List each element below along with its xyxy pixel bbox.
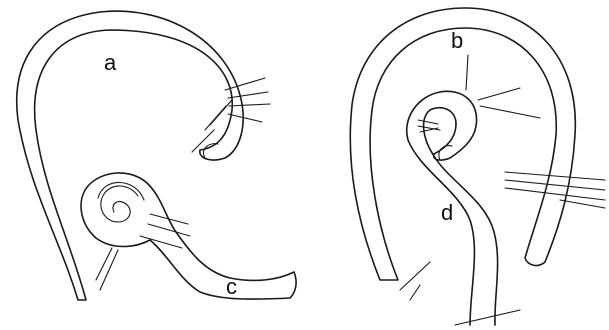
label-b: b	[451, 28, 463, 53]
left-coil-spiral-inner	[98, 182, 144, 200]
right-base-line	[400, 262, 430, 290]
right-fibers	[410, 55, 605, 325]
left-outer-curve	[17, 11, 243, 300]
left-coil-spiral	[101, 186, 138, 222]
right-specimen	[350, 8, 605, 325]
left-tip-curl	[203, 144, 218, 158]
label-c: c	[226, 274, 237, 299]
left-specimen	[17, 11, 296, 300]
left-lower-fibers	[96, 214, 190, 290]
label-d: d	[441, 200, 453, 225]
label-a: a	[104, 50, 117, 75]
